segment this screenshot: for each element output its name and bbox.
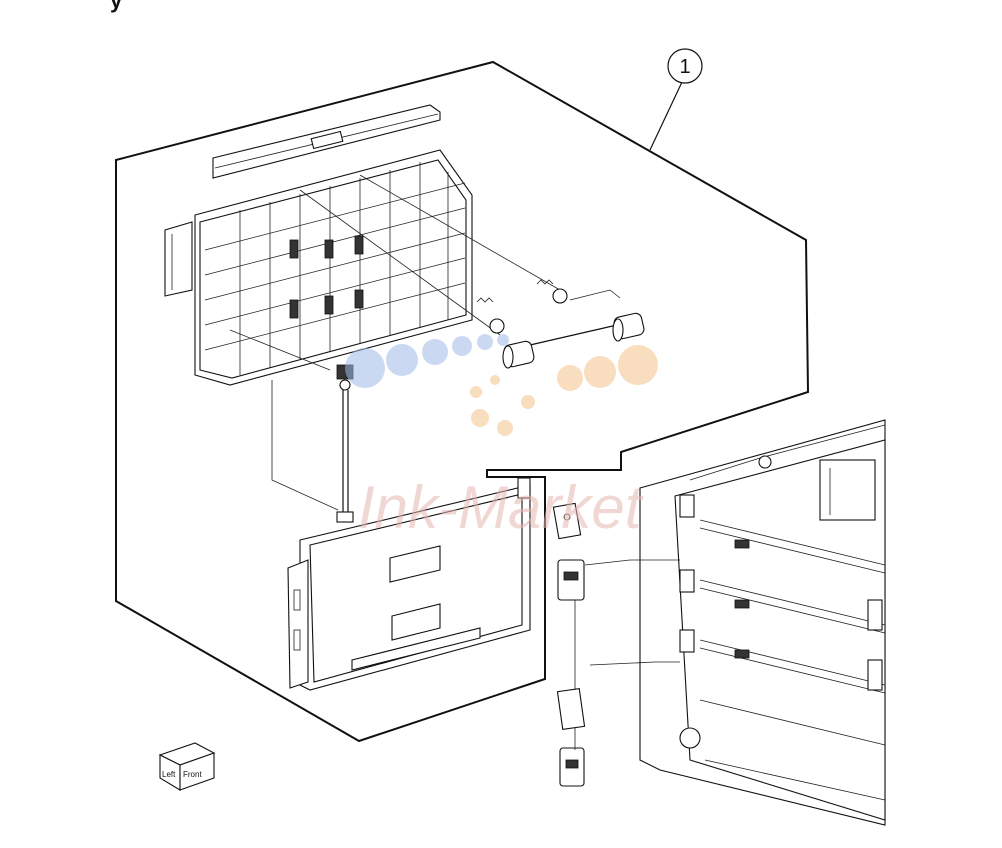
roller-shaft-parts	[476, 279, 645, 369]
watermark-blue-dots	[345, 334, 509, 388]
watermark-orange-dots	[470, 345, 658, 436]
alignment-lines	[574, 559, 680, 750]
watermark-text: Ink-Market	[358, 474, 644, 541]
header-fragment: y	[110, 0, 123, 13]
callout-leader	[649, 81, 683, 151]
lower-cover-panel	[287, 477, 531, 691]
assembly-boundary-outline	[115, 60, 810, 743]
vertical-shaft-part	[271, 364, 354, 523]
callout-1: 1	[667, 48, 703, 84]
ink-market-watermark: Ink-Market	[345, 334, 658, 541]
cube-left-label: Left	[162, 770, 176, 779]
orientation-cube: Left Front	[158, 742, 216, 791]
callout-number: 1	[679, 56, 690, 78]
upper-frame-assembly	[164, 104, 561, 386]
hinge-bracket-set	[552, 502, 586, 787]
cube-front-label: Front	[183, 770, 202, 779]
printer-chassis	[639, 419, 886, 826]
